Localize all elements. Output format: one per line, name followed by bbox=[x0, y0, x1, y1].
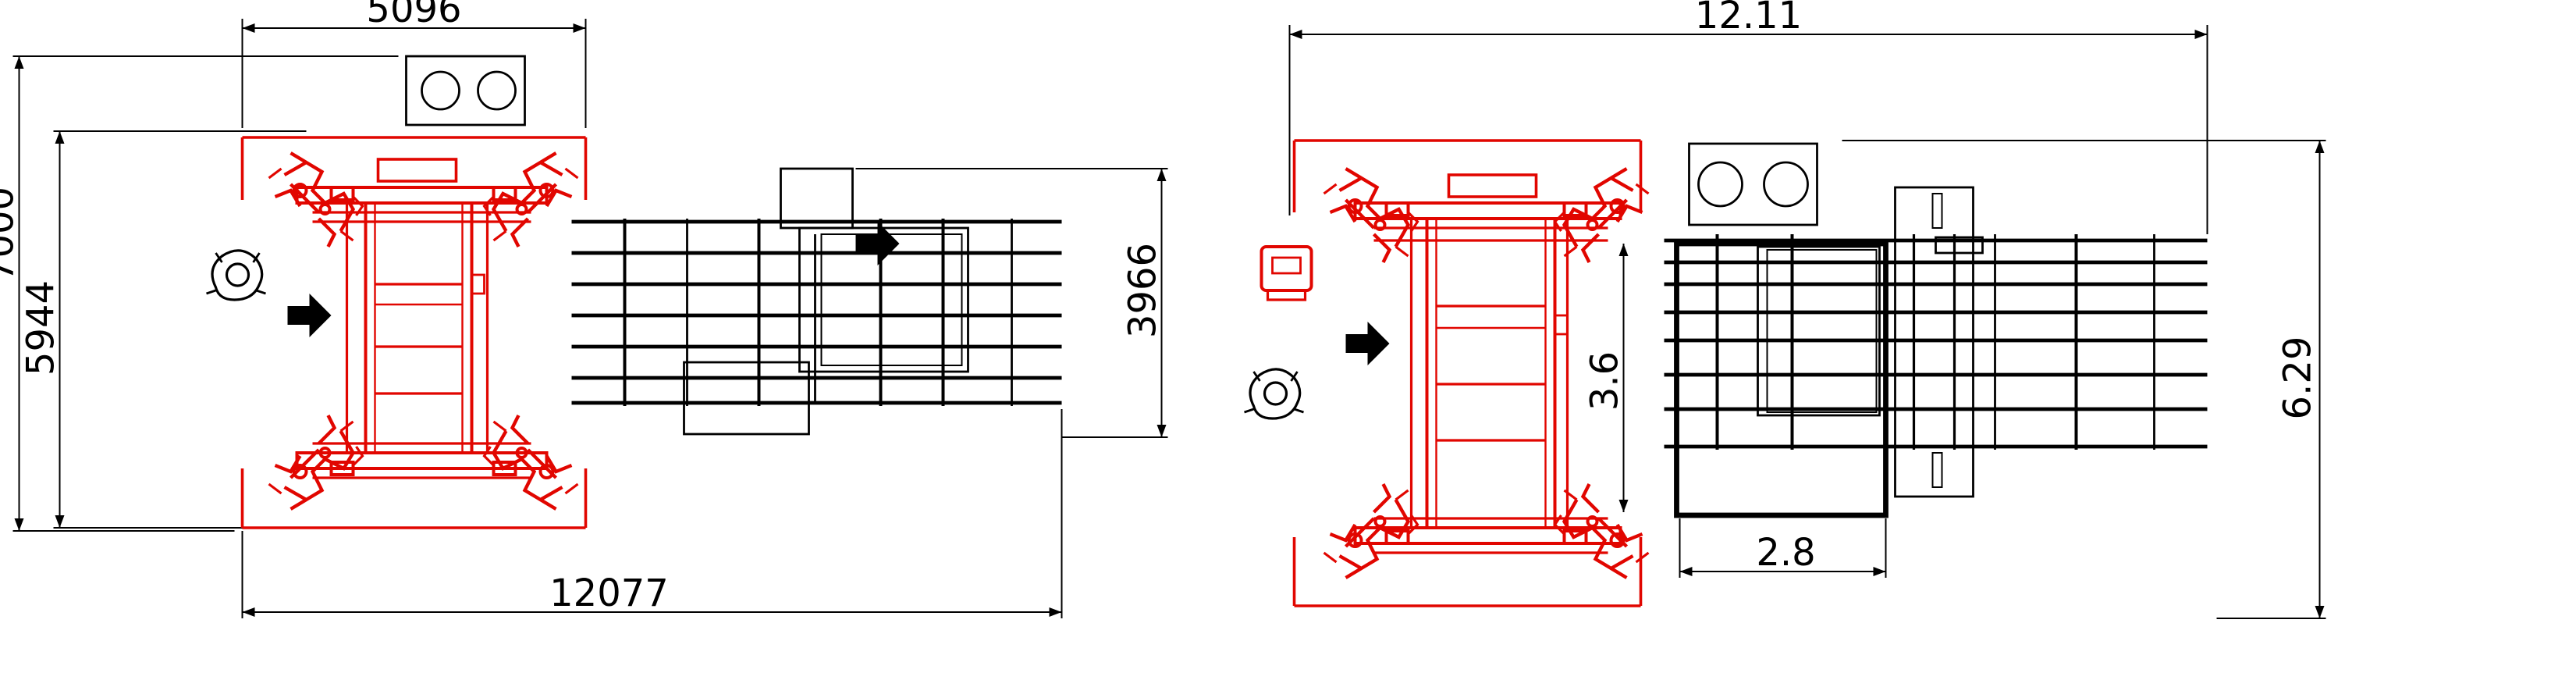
dim-right-inner-height-label: 3.6 bbox=[1583, 351, 1627, 411]
dim-left-bottom-label: 12077 bbox=[549, 572, 669, 615]
dim-right-height: 6.29 bbox=[1842, 140, 2326, 619]
double-circle-unit-icon bbox=[405, 55, 526, 126]
dim-right-gap: 2.8 bbox=[1679, 518, 1887, 578]
dim-right-top: 12.11 bbox=[1288, 0, 2208, 234]
operator-right-icon bbox=[1242, 368, 1306, 420]
right-layout: 12.11 6.29 bbox=[1242, 0, 2326, 619]
dim-left-top: 5096 bbox=[241, 0, 587, 128]
flow-arrow-right-icon bbox=[1345, 322, 1390, 365]
dim-right-gap-label: 2.8 bbox=[1756, 531, 1815, 575]
dim-right-inner-height: 3.6 bbox=[1583, 244, 1629, 512]
dim-right-height-label: 6.29 bbox=[2276, 336, 2320, 420]
dim-left-conveyor-height-label: 3966 bbox=[1121, 243, 1165, 338]
right-conveyor bbox=[1664, 186, 2208, 518]
double-circle-unit-right-icon bbox=[1688, 142, 1818, 226]
control-panel-icon bbox=[1260, 245, 1313, 301]
dim-left-bottom: 12077 bbox=[241, 409, 1063, 618]
dim-left-height-inner-label: 5944 bbox=[20, 280, 63, 376]
left-layout: 5096 7000 5944 bbox=[0, 0, 1168, 618]
dim-right-top-label: 12.11 bbox=[1695, 0, 1802, 37]
left-machine bbox=[240, 136, 588, 529]
dim-left-top-label: 5096 bbox=[366, 0, 461, 31]
operator-icon bbox=[204, 249, 268, 301]
dim-left-height-outer: 7000 bbox=[0, 55, 399, 532]
right-machine bbox=[1292, 139, 1649, 607]
dim-left-conveyor-height: 3966 bbox=[855, 168, 1168, 438]
flow-arrow-icon bbox=[287, 294, 332, 337]
dim-left-height-inner: 5944 bbox=[20, 130, 307, 529]
left-conveyor bbox=[571, 167, 1062, 436]
dim-left-height-outer-label: 7000 bbox=[0, 187, 23, 282]
